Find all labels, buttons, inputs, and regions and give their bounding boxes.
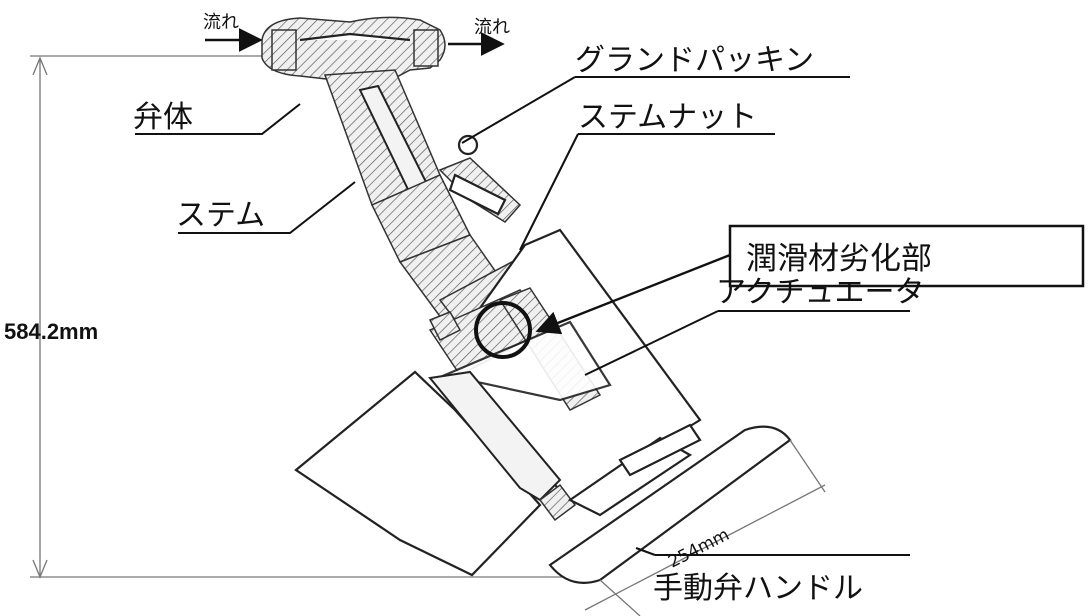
valve-body-shape bbox=[261, 16, 446, 96]
actuator-label: アクチュエータ bbox=[716, 275, 925, 310]
handwheel-shape bbox=[548, 423, 792, 584]
degradation-label-box bbox=[728, 224, 1085, 288]
handle-dimension bbox=[584, 439, 826, 616]
flow-out-label: 流れ bbox=[474, 17, 510, 38]
stem-nut-label: ステムナット bbox=[578, 100, 757, 135]
degradation-label: 潤滑材劣化部 bbox=[746, 241, 932, 277]
handle-dimension-label: 254mm bbox=[665, 525, 733, 573]
flow-in-label: 流れ bbox=[203, 12, 239, 33]
degradation-highlight bbox=[474, 253, 731, 359]
height-dimension bbox=[30, 55, 580, 579]
motor-housing bbox=[294, 370, 577, 577]
stem-label: ステム bbox=[176, 198, 265, 233]
leader-lines bbox=[135, 76, 910, 556]
height-dimension-label: 584.2mm bbox=[4, 319, 98, 344]
manual-handle-label: 手動弁ハンドル bbox=[653, 571, 863, 606]
gland-packing-label: グランドパッキン bbox=[575, 43, 814, 78]
valve-body-label: 弁体 bbox=[133, 100, 193, 135]
